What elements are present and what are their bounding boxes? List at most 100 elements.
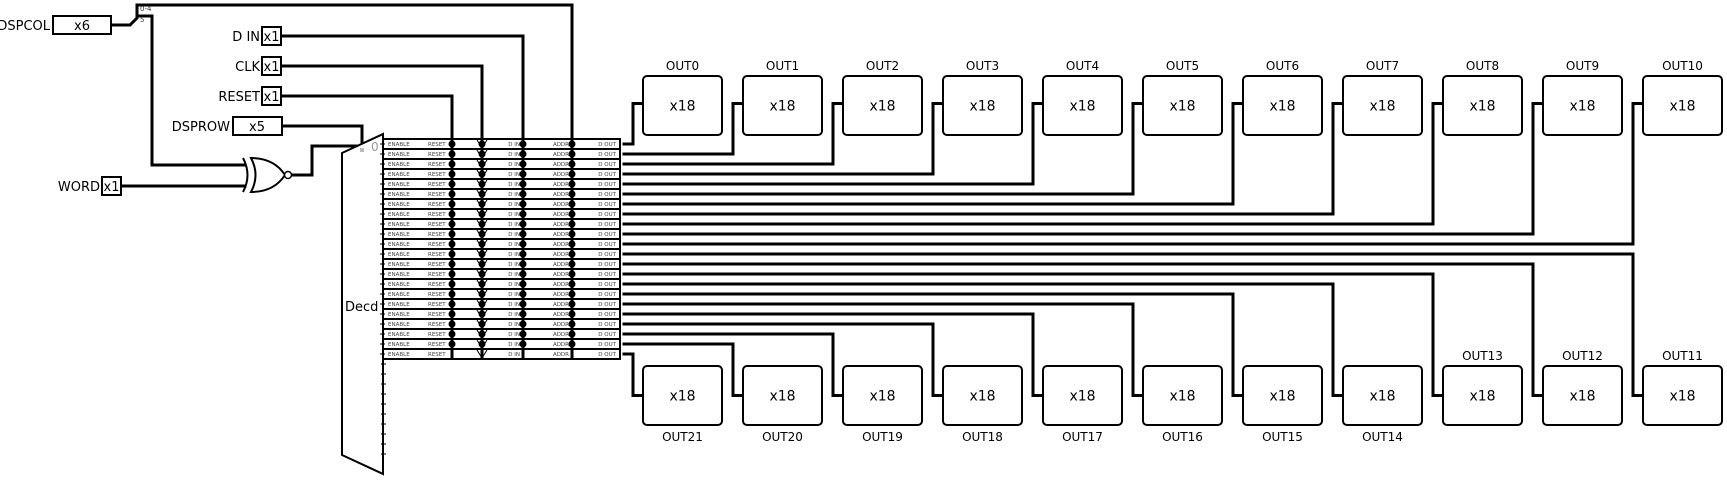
output-width: x18 xyxy=(1569,389,1595,405)
row-addr-label: ADDR xyxy=(553,312,569,318)
row-dout-label: D OUT xyxy=(598,222,616,228)
row-addr-label: ADDR xyxy=(553,222,569,228)
row-addr-label: ADDR xyxy=(553,182,569,188)
output-wire xyxy=(622,272,1445,397)
output-box xyxy=(942,365,1023,426)
input-pin-dspcol[interactable]: DSPCOL x6 xyxy=(0,15,112,35)
input-pin-reset[interactable]: RESET x1 xyxy=(218,86,282,106)
output-width: x18 xyxy=(969,389,995,405)
row-dout-label: D OUT xyxy=(598,252,616,258)
input-pin-word[interactable]: WORD x1 xyxy=(58,176,122,196)
row-din-label: D IN xyxy=(508,192,520,198)
row-body xyxy=(382,308,621,320)
input-pin-dsprow[interactable]: DSPROW x5 xyxy=(172,116,283,136)
output-wire xyxy=(622,102,1045,186)
splitter[interactable]: 0-4 5 xyxy=(140,5,152,24)
row-din-label: D IN xyxy=(508,162,520,168)
dsprow-width: x5 xyxy=(249,120,265,135)
row-addr-label: ADDR xyxy=(553,172,569,178)
decoder[interactable]: 0 Decd xyxy=(341,132,386,476)
row-reset-label: RESET xyxy=(428,212,446,218)
input-pin-din[interactable]: D IN x1 xyxy=(232,26,282,46)
output-box xyxy=(642,365,723,426)
row-dout-label: D OUT xyxy=(598,142,616,148)
output-label: OUT5 xyxy=(1166,59,1199,73)
input-pin-clk[interactable]: CLK x1 xyxy=(235,56,282,76)
output-width: x18 xyxy=(969,99,995,115)
row-dout-label: D OUT xyxy=(598,202,616,208)
input-wires xyxy=(110,3,574,188)
output-box xyxy=(1342,75,1423,136)
word-label: WORD xyxy=(58,180,100,195)
din-pin-box[interactable] xyxy=(261,26,282,46)
xnor-gate[interactable] xyxy=(242,156,293,194)
dsprow-pin-box[interactable] xyxy=(232,116,283,136)
row-body xyxy=(382,228,621,240)
row-reset-label: RESET xyxy=(428,142,446,148)
dspcol-pin-box[interactable] xyxy=(52,15,112,35)
row-din-label: D IN xyxy=(508,232,520,238)
word-pin-box[interactable] xyxy=(101,176,122,196)
output-wire xyxy=(622,282,1345,397)
row-reset-label: RESET xyxy=(428,292,446,298)
clk-pin-box[interactable] xyxy=(261,56,282,76)
reset-pin-box[interactable] xyxy=(261,86,282,106)
row-body xyxy=(382,318,621,330)
row-din-label: D IN xyxy=(508,262,520,268)
output-width: x18 xyxy=(1269,389,1295,405)
row-dout-label: D OUT xyxy=(598,192,616,198)
row-reset-label: RESET xyxy=(428,272,446,278)
row-din-label: D IN xyxy=(508,142,520,148)
output-label: OUT4 xyxy=(1066,59,1099,73)
output-box xyxy=(1242,365,1323,426)
output-wire xyxy=(622,102,1445,226)
row-reset-label: RESET xyxy=(428,322,446,328)
row-body xyxy=(382,298,621,310)
row-enable-label: ENABLE xyxy=(388,172,410,178)
